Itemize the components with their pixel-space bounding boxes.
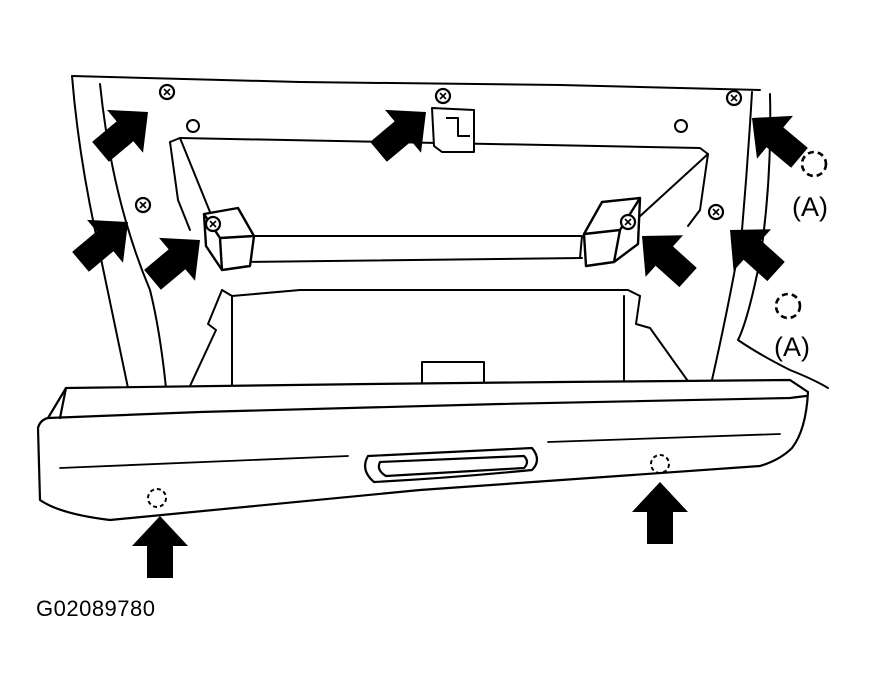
right-stopper-block bbox=[582, 196, 642, 268]
screw-left-stopper bbox=[204, 215, 222, 233]
top-center-bracket bbox=[431, 107, 475, 153]
clip-a-upper-marker bbox=[800, 150, 828, 178]
arrow-screw-top-center bbox=[360, 90, 444, 174]
screw-top-left bbox=[158, 83, 176, 101]
arrow-lid-screw-left bbox=[132, 516, 188, 578]
clip-a-upper-label: (A) bbox=[792, 192, 828, 222]
screw-left-side bbox=[134, 196, 152, 214]
arrow-screw-right-side bbox=[711, 209, 795, 293]
arrow-lid-screw-right bbox=[632, 482, 688, 544]
clip-a-lower-marker bbox=[774, 292, 802, 320]
lid-hidden-screw-right bbox=[650, 454, 670, 474]
glove-box-lid bbox=[36, 378, 810, 522]
figure-id: G02089780 bbox=[36, 596, 156, 621]
screw-right-stopper bbox=[619, 213, 637, 231]
clip-a-lower-label: (A) bbox=[774, 332, 810, 362]
arrow-screw-top-left bbox=[82, 90, 166, 174]
screw-top-center bbox=[434, 87, 452, 105]
screw-right-side bbox=[707, 203, 725, 221]
screw-top-right bbox=[725, 89, 743, 107]
lid-hidden-screw-left bbox=[147, 488, 167, 508]
